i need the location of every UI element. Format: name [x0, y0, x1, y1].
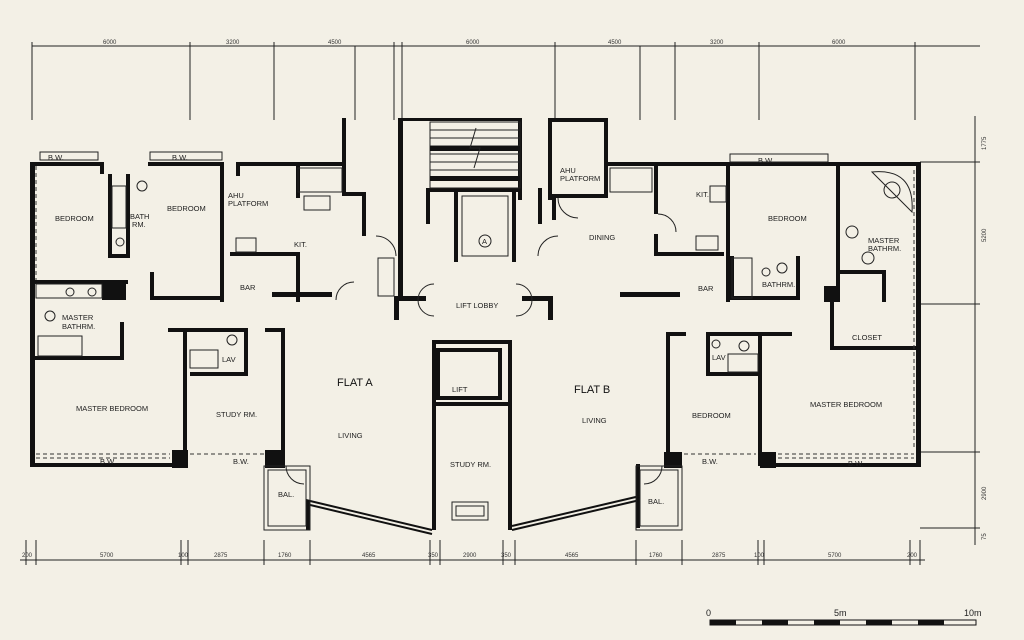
kit-a-label: KIT.: [294, 240, 307, 249]
dim-bottom-10: 4565: [565, 553, 579, 559]
dim-bottom-13: 100: [754, 553, 765, 559]
ahu-a-label-1: AHU: [228, 191, 244, 200]
flat-a-label: FLAT A: [337, 377, 373, 389]
dim-right-3: 2900: [982, 486, 988, 500]
master-bath-a-label-1: MASTER: [62, 313, 94, 322]
dim-bottom-4: 2875: [214, 553, 228, 559]
dim-bottom-3: 100: [178, 553, 189, 559]
lav-a-label: LAV: [222, 355, 236, 364]
dim-right-1: 1775: [982, 136, 988, 150]
bathrm-b-label: BATHRM.: [762, 280, 795, 289]
bw-a1-label: B.W.: [48, 153, 64, 162]
walls: A: [30, 118, 921, 535]
bath-a-rm-label: RM.: [132, 220, 146, 229]
study-center-label: STUDY RM.: [450, 460, 491, 469]
scale-end-label: 10m: [964, 608, 982, 618]
master-bath-b-label-1: MASTER: [868, 236, 900, 245]
scale-start-label: 0: [706, 608, 711, 618]
bw-b2-label: B.W.: [702, 457, 718, 466]
dim-bottom-7: 350: [428, 553, 439, 559]
scale-bar: 0 5m 10m: [706, 608, 982, 626]
bal-a-label: BAL.: [278, 490, 294, 499]
dim-bottom-11: 1760: [649, 553, 663, 559]
flat-b-label: FLAT B: [574, 384, 610, 396]
dim-top-4: 6000: [466, 40, 480, 46]
windows: [35, 151, 915, 459]
living-b-label: LIVING: [582, 416, 607, 425]
master-bath-a-label-2: BATHRM.: [62, 322, 95, 331]
bedroom-a1-label: BEDROOM: [55, 214, 94, 223]
lift-label: LIFT: [452, 385, 468, 394]
ahu-b-label-1: AHU: [560, 166, 576, 175]
dim-top-7: 6000: [832, 40, 846, 46]
dim-top-2: 3200: [226, 40, 240, 46]
dim-top-1: 6000: [103, 40, 117, 46]
bedroom-b1-label: BEDROOM: [768, 214, 807, 223]
dim-bottom-8: 2900: [463, 553, 477, 559]
bar-b-label: BAR: [698, 284, 714, 293]
living-a-label: LIVING: [338, 431, 363, 440]
stairs: [429, 121, 521, 189]
ahu-a-label-2: PLATFORM: [228, 199, 268, 208]
room-labels: BEDROOM BATH RM. BEDROOM AHU PLATFORM KI…: [48, 153, 901, 506]
dining-b-label: DINING: [589, 233, 615, 242]
dim-top-3: 4500: [328, 40, 342, 46]
bw-b3-label: B.W.: [848, 459, 864, 468]
dim-bottom-15: 200: [907, 553, 918, 559]
dim-top-5: 4500: [608, 40, 622, 46]
bedroom-b2-label: BEDROOM: [692, 411, 731, 420]
bw-a2-label: B.W.: [172, 153, 188, 162]
master-bedroom-a-label: MASTER BEDROOM: [76, 404, 148, 413]
bw-a3-label: B.W.: [100, 457, 116, 466]
study-a-label: STUDY RM.: [216, 410, 257, 419]
bath-a-label: BATH: [130, 212, 149, 221]
fixtures: [35, 167, 913, 485]
dim-right-4: 75: [982, 533, 988, 540]
lift-a-marker: A: [482, 237, 487, 246]
master-bedroom-b-label: MASTER BEDROOM: [810, 400, 882, 409]
bw-a4-label: B.W.: [233, 457, 249, 466]
bw-b1-label: B.W.: [758, 156, 774, 165]
master-bath-b-label-2: BATHRM.: [868, 244, 901, 253]
bedroom-a2-label: BEDROOM: [167, 204, 206, 213]
top-dimension-line: 6000 3200 4500 6000 4500 3200 6000: [31, 40, 980, 120]
scale-mid-label: 5m: [834, 608, 847, 618]
dim-bottom-12: 2875: [712, 553, 726, 559]
bottom-dimension-line: 200 5700 100 2875 1760 4565 350 2900 350…: [20, 540, 925, 565]
bal-b-label: BAL.: [648, 497, 664, 506]
dim-bottom-5: 1760: [278, 553, 292, 559]
dim-bottom-14: 5700: [828, 553, 842, 559]
dim-bottom-2: 5700: [100, 553, 114, 559]
bar-a-label: BAR: [240, 283, 256, 292]
lav-b-label: LAV: [712, 353, 726, 362]
dim-bottom-9: 350: [501, 553, 512, 559]
kit-b-label: KIT.: [696, 190, 709, 199]
lift-lobby-label: LIFT LOBBY: [456, 301, 498, 310]
dim-bottom-1: 200: [22, 553, 33, 559]
dim-right-2: 5200: [982, 228, 988, 242]
dim-bottom-6: 4565: [362, 553, 376, 559]
ahu-b-label-2: PLATFORM: [560, 174, 600, 183]
right-dimension-line: 1775 5200 2900 75: [920, 116, 988, 545]
dim-top-6: 3200: [710, 40, 724, 46]
closet-b-label: CLOSET: [852, 333, 882, 342]
